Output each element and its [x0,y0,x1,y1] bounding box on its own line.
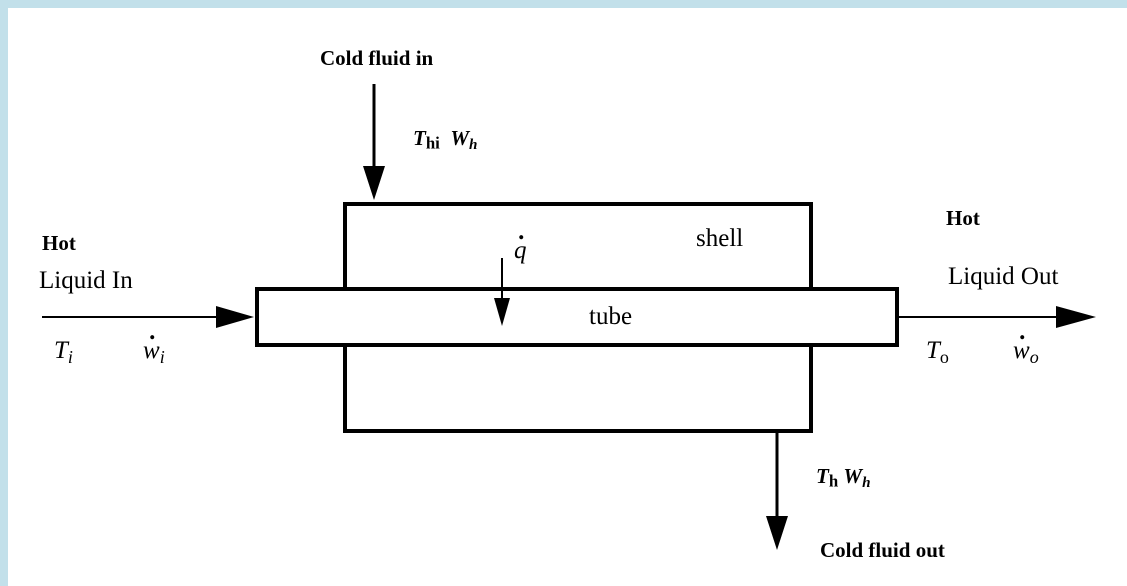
heat-q: q [514,238,527,263]
tube-box [255,287,899,347]
tube-label: tube [589,303,633,330]
cold-in-W: W [450,126,470,150]
inlet-w-sub: i [159,347,165,368]
outlet-w: w [1013,338,1030,363]
cold-fluid-in-label: Cold fluid in [320,46,434,70]
outlet-w-sub: o [1029,347,1039,368]
cold-out-W-sub: h [862,475,871,492]
cold-in-T-sub: hi [425,133,440,153]
inlet-T: T [54,337,68,364]
cold-in-arrowhead [363,166,385,200]
outlet-T: T [926,337,940,364]
outlet-T-sub: o [939,347,949,368]
hot-in-arrowhead [216,306,254,328]
hot-out-label: Hot [946,206,980,230]
cold-in-T: T [413,126,426,150]
liquid-out-label: Liquid Out [948,263,1059,290]
outlet-flow-symbol: wo [1013,338,1039,366]
cold-in-temp-flow-symbols: Thi Wh [413,128,477,153]
shell-label: shell [696,225,744,252]
hot-out-arrowhead [1056,306,1096,328]
liquid-in-label: Liquid In [39,267,133,294]
cold-fluid-out-label: Cold fluid out [820,538,945,562]
inlet-flow-symbol: wi [143,338,165,366]
cold-in-W-sub: h [469,137,478,154]
hot-in-label: Hot [42,231,76,255]
cold-out-T-sub: h [828,471,839,491]
cold-out-arrowhead [766,516,788,550]
heat-flow-arrowhead [494,298,510,326]
cold-out-temp-flow-symbols: Th Wh [816,466,871,491]
heat-exchanger-drawing [42,84,1096,550]
diagram-canvas: Cold fluid in Thi Wh Hot Liquid In Ti wi… [8,8,1127,586]
inlet-w: w [143,338,160,363]
cold-out-W: W [843,464,863,488]
inlet-T-sub: i [67,347,73,368]
outlet-temp-symbol: To [926,338,949,366]
cold-out-T: T [816,464,829,488]
heat-flow-symbol: q [514,238,527,263]
inlet-temp-symbol: Ti [54,338,73,366]
